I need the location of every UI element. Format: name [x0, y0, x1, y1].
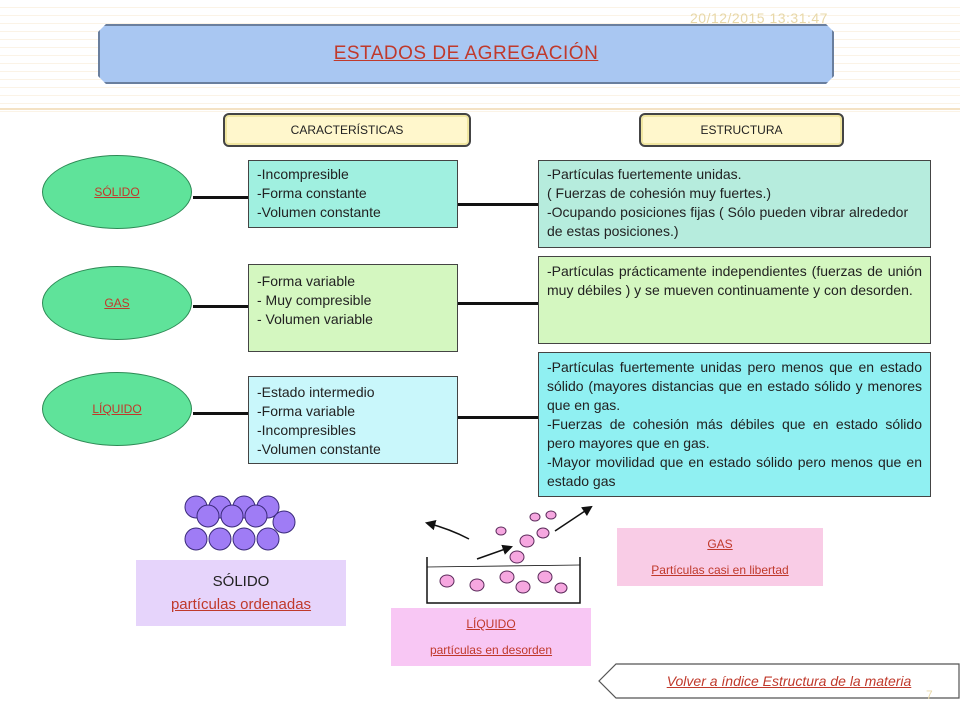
arrow [476, 544, 513, 560]
container [426, 557, 581, 604]
characteristic-item: -Forma variable [257, 403, 356, 419]
characteristic-item: -Forma variable [257, 273, 356, 289]
characteristic-item: - Muy compresible [257, 292, 372, 308]
structure-item: -Partículas prácticamente independientes… [547, 263, 922, 298]
characteristic-item: -Forma constante [257, 185, 367, 201]
structure-item: -Partículas fuertemente unidas pero meno… [547, 359, 922, 413]
header-characteristics-label: CARACTERÍSTICAS [290, 123, 404, 137]
back-link-text-wrap[interactable]: Volver a índice Estructura de la materia [618, 663, 960, 699]
header-structure: ESTRUCTURA [639, 113, 844, 147]
structure-box-solid: -Partículas fuertemente unidas. ( Fuerza… [538, 160, 931, 248]
state-name-solid[interactable]: SÓLIDO [94, 185, 140, 199]
title-banner: ESTADOS DE AGREGACIÓN [98, 24, 834, 84]
state-name-gas[interactable]: GAS [104, 296, 130, 310]
header-structure-label: ESTRUCTURA [700, 123, 783, 137]
particle [499, 570, 515, 584]
structure-item: -Mayor movilidad que en estado sólido pe… [547, 454, 922, 489]
particle [220, 504, 244, 528]
particle [256, 527, 280, 551]
connector-line [193, 196, 248, 199]
structure-item: ( Fuerzas de cohesión muy fuertes.) [547, 185, 772, 201]
particle [196, 504, 220, 528]
arrow [554, 505, 593, 532]
particle [184, 527, 208, 551]
state-oval-solid[interactable]: SÓLIDO [42, 155, 192, 229]
particle [439, 574, 455, 588]
liquid-label-title[interactable]: LÍQUIDO [466, 617, 516, 631]
particle [272, 510, 296, 534]
state-name-liquid[interactable]: LÍQUIDO [92, 402, 142, 416]
particle [509, 550, 525, 564]
page-title[interactable]: ESTADOS DE AGREGACIÓN [333, 43, 599, 64]
structure-item: -Ocupando posiciones fijas ( Sólo pueden… [547, 204, 909, 239]
liquid-gas-diagram [424, 505, 593, 604]
structure-box-gas: -Partículas prácticamente independientes… [538, 256, 931, 344]
header-characteristics: CARACTERÍSTICAS [223, 113, 471, 147]
back-link[interactable]: Volver a índice Estructura de la materia [666, 673, 912, 689]
particle [208, 527, 232, 551]
characteristic-item: - Volumen variable [257, 311, 373, 327]
connector-line [458, 302, 538, 305]
solid-particles-diagram [184, 495, 296, 551]
particle [519, 534, 535, 548]
characteristic-item: -Volumen constante [257, 204, 381, 220]
gas-label-caption[interactable]: Partículas casi en libertad [651, 563, 789, 577]
characteristics-box-solid: -Incompresible -Forma constante -Volumen… [248, 160, 458, 228]
characteristics-box-liquid: -Estado intermedio -Forma variable -Inco… [248, 376, 458, 464]
structure-item: -Partículas fuertemente unidas. [547, 166, 742, 182]
back-arrow-shape [598, 663, 960, 699]
characteristic-item: -Incompresible [257, 166, 349, 182]
particle [537, 570, 553, 584]
characteristic-item: -Estado intermedio [257, 384, 375, 400]
particle [515, 580, 531, 594]
liquid-surface [426, 564, 581, 568]
page-number: 7 [926, 688, 933, 702]
solid-label-caption[interactable]: partículas ordenadas [170, 596, 312, 613]
characteristic-item: -Incompresibles [257, 422, 356, 438]
connector-line [458, 203, 538, 206]
back-link-button[interactable] [598, 663, 960, 699]
arrow [424, 520, 470, 540]
particle [554, 582, 568, 594]
state-oval-liquid[interactable]: LÍQUIDO [42, 372, 192, 446]
gas-label-title[interactable]: GAS [707, 537, 733, 551]
slide-timestamp: 20/12/2015 13:31:47 [690, 10, 828, 26]
structure-item: -Fuerzas de cohesión más débiles que en … [547, 416, 922, 451]
particle [545, 510, 557, 520]
connector-line [193, 305, 248, 308]
particle [536, 527, 550, 539]
particle [244, 504, 268, 528]
header-divider [0, 108, 960, 110]
solid-label-title: SÓLIDO [212, 573, 270, 590]
structure-box-liquid: -Partículas fuertemente unidas pero meno… [538, 352, 931, 497]
state-oval-gas[interactable]: GAS [42, 266, 192, 340]
particle [469, 578, 485, 592]
connector-line [458, 416, 538, 419]
particle [529, 512, 541, 522]
solid-label-box: SÓLIDO partículas ordenadas [136, 560, 346, 626]
characteristic-item: -Volumen constante [257, 441, 381, 457]
liquid-label-caption[interactable]: partículas en desorden [429, 643, 553, 657]
connector-line [193, 412, 248, 415]
gas-label-box: GAS Partículas casi en libertad [617, 528, 823, 586]
particle [495, 526, 507, 536]
characteristics-box-gas: -Forma variable - Muy compresible - Volu… [248, 264, 458, 352]
liquid-label-box: LÍQUIDO partículas en desorden [391, 608, 591, 666]
particle [232, 527, 256, 551]
